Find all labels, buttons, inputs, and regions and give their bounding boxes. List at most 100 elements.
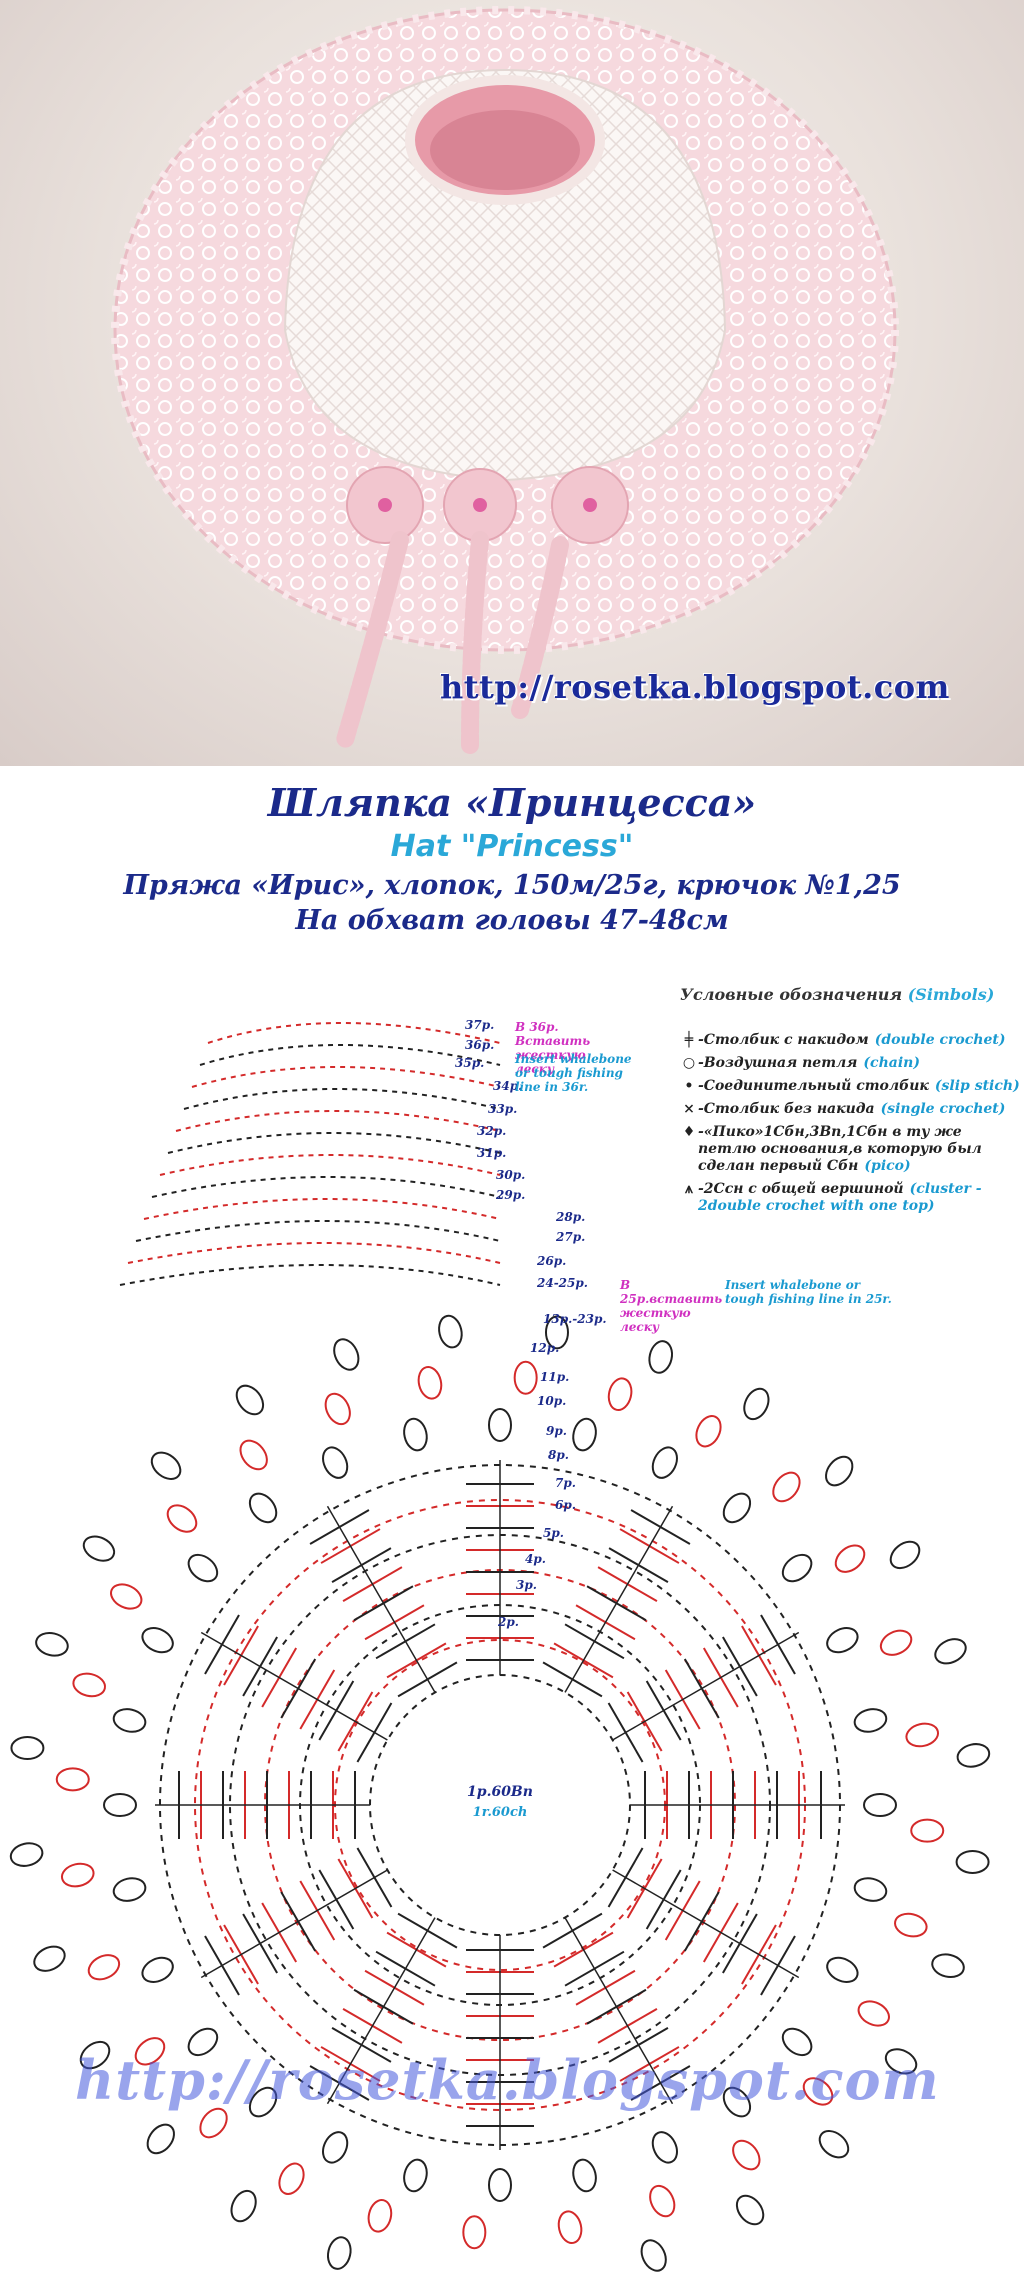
brim-fan xyxy=(781,2027,813,2057)
row-label: 37р. xyxy=(465,1018,494,1032)
brim-fan xyxy=(199,2107,228,2139)
brim-fan xyxy=(894,1912,928,1938)
row-label: 4р. xyxy=(525,1552,546,1566)
brim-fan xyxy=(772,1471,801,1503)
legend-items: ╪-Столбик с накидом(double crochet)○-Воз… xyxy=(680,1032,1020,1215)
legend-label-ru: -2Ссн с общей вершиной xyxy=(698,1181,904,1197)
center-label-ru: 1р.60Вп xyxy=(467,1784,533,1800)
legend-symbol: ⩚ xyxy=(685,1181,693,1197)
brim-fan xyxy=(488,1408,512,1442)
brim-fan xyxy=(333,1338,360,1371)
row-label: 29р. xyxy=(495,1188,525,1202)
upper-brim-arc xyxy=(207,1022,501,1044)
pattern-header: Шляпка «Принцесса» Hat "Princess" Пряжа … xyxy=(0,770,1024,936)
row-label: 13р.-23р. xyxy=(543,1312,607,1326)
brim-fan xyxy=(230,2189,257,2223)
brim-fan xyxy=(60,1862,95,1888)
brim-fan xyxy=(79,2040,111,2070)
upper-brim-arc xyxy=(135,1220,501,1242)
brim-fan xyxy=(557,2210,583,2245)
brim-fan xyxy=(322,1446,349,1479)
row-label: 33р. xyxy=(488,1102,517,1116)
note-row25-en: Insert whalebone or tough fishing line i… xyxy=(725,1278,892,1306)
brim-fan xyxy=(248,2086,278,2118)
legend-row: ⩚ -2Ссн с общей вершиной(cluster - 2doubl… xyxy=(680,1181,1020,1215)
brim-fan xyxy=(367,2199,393,2233)
brim-fan xyxy=(72,1672,106,1698)
brim-fan xyxy=(651,1446,678,1479)
brim-fan xyxy=(651,2131,678,2164)
upper-brim-arc xyxy=(167,1132,501,1154)
brim-fan xyxy=(403,1417,428,1452)
brim-fan xyxy=(853,1708,888,1733)
legend-label-en: (cluster - 2double crochet with one top) xyxy=(698,1181,982,1214)
legend-row: ♦-«Пико»1Сбн,3Вп,1Сбн в ту же петлю осно… xyxy=(680,1124,1020,1175)
row-label: 10р. xyxy=(537,1394,566,1408)
center-label-en: 1r.60ch xyxy=(473,1805,528,1820)
legend-label-ru: -Воздушная петля xyxy=(698,1055,858,1071)
legend-label-ru: -Столбик с накидом xyxy=(698,1032,869,1048)
brim-fan xyxy=(141,1956,174,1983)
brim-fan xyxy=(150,1451,182,1480)
row-label: 30р. xyxy=(496,1168,525,1182)
brim-fan xyxy=(103,1793,137,1817)
spoke-axis xyxy=(564,1505,674,1693)
brim-fan xyxy=(640,2239,667,2272)
row-label: 8р. xyxy=(548,1448,569,1462)
brim-fan xyxy=(239,1439,268,1471)
spoke-axis xyxy=(326,1917,436,2105)
brim-fan xyxy=(931,1953,965,1979)
brim-fan xyxy=(33,1945,66,1972)
brim-fan xyxy=(187,2027,219,2057)
brim-fan xyxy=(544,1315,569,1350)
bottom-url-watermark: http://rosetka.blogspot.com xyxy=(75,2048,940,2112)
legend-symbol: ♦ xyxy=(682,1124,696,1140)
diagram-brim-fans xyxy=(9,1022,991,2272)
brim-fan xyxy=(884,2048,918,2075)
brim-fan xyxy=(438,1314,463,1349)
legend-label-en: (pico) xyxy=(864,1158,911,1174)
upper-brim-arc xyxy=(151,1176,501,1198)
brim-fan xyxy=(802,2077,834,2106)
brim-fan xyxy=(462,2215,487,2250)
brim-fan xyxy=(781,1553,813,1583)
row-label: 26р. xyxy=(536,1254,566,1268)
upper-brim-arc xyxy=(143,1198,501,1220)
legend-label-en: (slip stich) xyxy=(934,1078,1020,1094)
brim-fan xyxy=(417,1365,443,1400)
hat-illustration xyxy=(111,6,899,754)
row-label: 11р. xyxy=(540,1370,569,1384)
row-labels: 37р.36р.35р.34р.33р.32р.31р.30р.29р.28р.… xyxy=(455,1018,607,1629)
legend-title-en: (Simbols) xyxy=(907,985,995,1004)
spoke-axis xyxy=(200,1869,388,1979)
row-label: 7р. xyxy=(555,1476,576,1490)
brim-fan xyxy=(82,1535,116,1562)
photo-url-watermark: http://rosetka.blogspot.com xyxy=(440,668,950,706)
legend-symbol: ╪ xyxy=(684,1032,694,1048)
brim-fan xyxy=(112,1708,147,1733)
spoke-axis xyxy=(564,1917,674,2105)
row-label: 6р. xyxy=(555,1498,576,1512)
row-label: 28р. xyxy=(555,1210,585,1224)
brim-fan xyxy=(488,2168,512,2202)
spoke-axis xyxy=(200,1631,388,1741)
upper-brim-arc xyxy=(159,1154,501,1176)
title-english: Hat "Princess" xyxy=(390,829,634,864)
row-label: 3р. xyxy=(516,1578,537,1592)
brim-fan xyxy=(112,1877,147,1902)
legend-title: Условные обозначения (Simbols) xyxy=(680,985,1020,1004)
title-russian: Шляпка «Принцесса» xyxy=(267,780,757,825)
brim-fan xyxy=(889,1540,921,1570)
brim-fan xyxy=(55,1767,90,1792)
brim-fan xyxy=(87,1954,121,1981)
brim-fan xyxy=(648,1340,674,1374)
row-label: 32р. xyxy=(477,1124,506,1138)
brim-fan xyxy=(863,1793,897,1817)
legend-symbol: ○ xyxy=(682,1055,696,1071)
brim-fan xyxy=(146,2123,175,2155)
legend-row: ○-Воздушная петля(chain) xyxy=(680,1055,1020,1072)
note-row25-ru: В 25р.вставить жесткую леску xyxy=(620,1278,723,1334)
brim-fan xyxy=(403,2158,428,2193)
legend-symbol: × xyxy=(683,1101,695,1117)
note-row36-ru: В 36р. Вставить жесткую леску xyxy=(515,1020,591,1076)
